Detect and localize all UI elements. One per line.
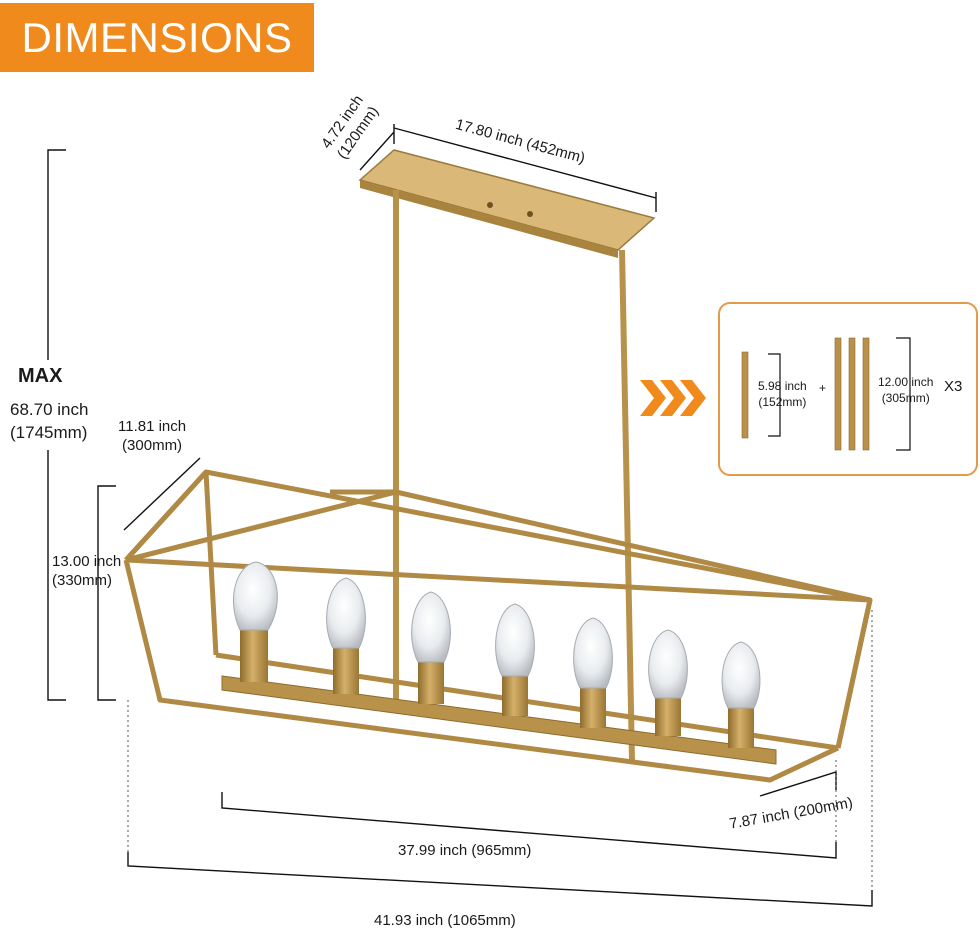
max-height-inch: 68.70 inch	[10, 400, 89, 419]
dimensions-banner: DIMENSIONS	[0, 3, 314, 72]
triple-chevron-right-icon	[640, 380, 706, 416]
short-rod-label: 5.98 inch (152mm)	[758, 379, 807, 410]
rod-multiplier: X3	[944, 378, 963, 395]
bulb-7	[721, 641, 761, 748]
suspension-rods	[393, 190, 635, 761]
bulbs	[233, 561, 761, 748]
long-rod-2	[848, 337, 856, 451]
short-rod	[741, 351, 749, 439]
inner-length-label: 37.99 inch (965mm)	[398, 842, 532, 859]
bulb-2	[326, 577, 366, 694]
rods-inset: 5.98 inch (152mm) + 12.00 inch (305mm) X…	[718, 302, 978, 476]
dotted-guides	[127, 610, 873, 890]
plus-sign: +	[819, 381, 827, 395]
canopy	[358, 149, 656, 258]
max-height-label: MAX	[18, 365, 63, 387]
long-rod-3	[862, 337, 870, 451]
long-rod-1	[834, 337, 842, 451]
dimension-lines	[47, 124, 873, 907]
total-length-label: 41.93 inch (1065mm)	[374, 912, 516, 929]
bulb-6	[648, 629, 688, 736]
max-height-mm: (1745mm)	[10, 423, 88, 442]
rods-drawing	[741, 337, 911, 451]
cage-height-label: 13.00 inch (330mm)	[52, 553, 122, 589]
bulb-5	[573, 617, 613, 728]
cage-depth-label: 11.81 inch (300mm)	[118, 418, 187, 454]
bulb-3	[411, 591, 451, 704]
bulb-4	[495, 603, 535, 716]
long-rod-label: 12.00 inch (305mm)	[878, 375, 934, 406]
bulb-1	[233, 561, 278, 682]
